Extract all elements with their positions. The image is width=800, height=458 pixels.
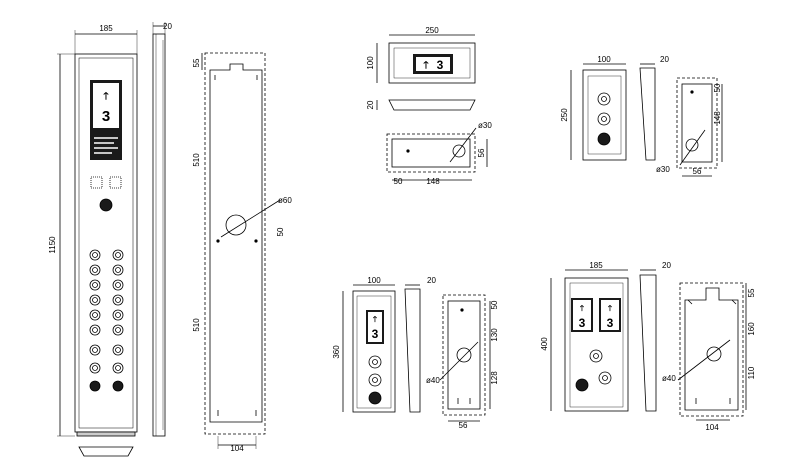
tall-panel-base xyxy=(76,431,136,437)
dim-medium-depth: 20 xyxy=(427,276,436,285)
dim-h-cutout-50: 50 xyxy=(394,177,403,186)
tall-panel-bottom-plate xyxy=(78,446,134,457)
wide-panel-cutout: ø40 55 160 110 104 xyxy=(662,282,756,432)
dim-small-height: 250 xyxy=(560,108,569,122)
small-panel-cutout: ø30 50 148 56 xyxy=(656,77,723,177)
medium-up-arrow-icon: 🡑 xyxy=(373,315,377,324)
dim-cutout-side: 50 xyxy=(276,227,285,236)
cutout-dashed-outline xyxy=(204,52,266,435)
cutout-hole xyxy=(225,214,247,236)
h-indicator-floor-number: 3 xyxy=(437,58,444,72)
dim-h-depth: 20 xyxy=(366,100,375,109)
wide-right-floor-number: 3 xyxy=(607,316,614,330)
tall-panel-info-lines xyxy=(94,137,118,154)
dim-wide-55: 55 xyxy=(747,288,756,297)
small-panel-front: 100 250 xyxy=(560,55,627,161)
tall-cutout-view: ø60 55 510 510 50 104 xyxy=(192,52,292,453)
dim-wide-depth: 20 xyxy=(662,261,671,270)
dim-small-depth: 20 xyxy=(660,55,669,64)
tall-panel-front-view: 🡑 3 xyxy=(48,24,138,457)
horizontal-indicator-side: 20 xyxy=(366,99,476,111)
cutout-mounting-plate xyxy=(209,63,263,423)
dim-wide-104: 104 xyxy=(705,423,719,432)
tall-panel-display-screen xyxy=(93,83,119,128)
dim-panel-width: 185 xyxy=(99,24,113,33)
dim-h-height: 100 xyxy=(366,56,375,70)
dim-wide-160: 160 xyxy=(747,322,756,336)
leader-hole xyxy=(220,199,281,238)
tall-panel-up-arrow-icon: 🡑 xyxy=(103,91,108,102)
tall-panel-floor-number: 3 xyxy=(102,108,110,125)
dim-medium-128: 128 xyxy=(490,371,499,385)
h-cutout-hole xyxy=(452,144,466,158)
dim-cutout-top: 55 xyxy=(192,58,201,67)
floor-button-grid xyxy=(89,249,124,392)
dim-wide-width: 185 xyxy=(589,261,603,270)
wide-left-floor-number: 3 xyxy=(579,316,586,330)
speaker-grille-right xyxy=(109,176,122,189)
dim-medium-56: 56 xyxy=(459,421,468,430)
medium-panel-cutout: ø40 50 130 128 56 xyxy=(426,294,499,430)
dim-small-hole: ø30 xyxy=(656,165,670,174)
dim-cutout-mid1: 510 xyxy=(192,153,201,167)
dim-wide-110: 110 xyxy=(747,366,756,379)
wide-panel-front: 🡑 3 🡑 3 185 400 xyxy=(540,261,629,412)
dim-medium-height: 360 xyxy=(332,345,341,359)
dim-medium-hole: ø40 xyxy=(426,376,440,385)
dim-small-50: 50 xyxy=(713,83,722,92)
dim-h-width: 250 xyxy=(425,26,439,35)
small-panel-side: 20 xyxy=(639,55,669,161)
dim-small-width: 100 xyxy=(597,55,611,64)
key-switch xyxy=(99,198,113,212)
horizontal-indicator-front: 🡑 3 250 100 xyxy=(366,26,476,84)
medium-floor-number: 3 xyxy=(372,327,379,341)
dim-panel-height: 1150 xyxy=(48,236,57,254)
medium-panel-front: 🡑 3 100 360 xyxy=(332,276,396,413)
dim-medium-50: 50 xyxy=(490,300,499,309)
dim-wide-hole: ø40 xyxy=(662,374,676,383)
dim-h-cutout-56: 56 xyxy=(477,148,486,157)
wide-panel-side: 20 xyxy=(639,261,671,412)
dim-small-148: 148 xyxy=(713,111,722,125)
medium-panel-side: 20 xyxy=(404,276,436,413)
speaker-grille-left xyxy=(90,176,103,189)
tall-panel-inner-border xyxy=(78,57,134,429)
wide-right-up-arrow-icon: 🡑 xyxy=(608,304,612,313)
dim-medium-width: 100 xyxy=(367,276,381,285)
dim-side-depth: 20 xyxy=(163,22,172,31)
h-indicator-up-arrow-icon: 🡑 xyxy=(423,60,428,71)
dim-cutout-bottom: 104 xyxy=(230,444,244,453)
dim-h-cutout-148: 148 xyxy=(426,177,440,186)
tall-panel-side-view: 20 xyxy=(152,22,172,437)
dim-h-cutout-hole: ø30 xyxy=(478,121,492,130)
dim-cutout-mid2: 510 xyxy=(192,318,201,332)
dim-medium-130: 130 xyxy=(490,328,499,342)
wide-left-up-arrow-icon: 🡑 xyxy=(580,304,584,313)
dim-wide-height: 400 xyxy=(540,337,549,351)
dim-cutout-hole: ø60 xyxy=(278,196,292,205)
horizontal-indicator-cutout: ø30 56 50 148 xyxy=(386,121,492,186)
dim-small-56: 56 xyxy=(693,167,702,176)
